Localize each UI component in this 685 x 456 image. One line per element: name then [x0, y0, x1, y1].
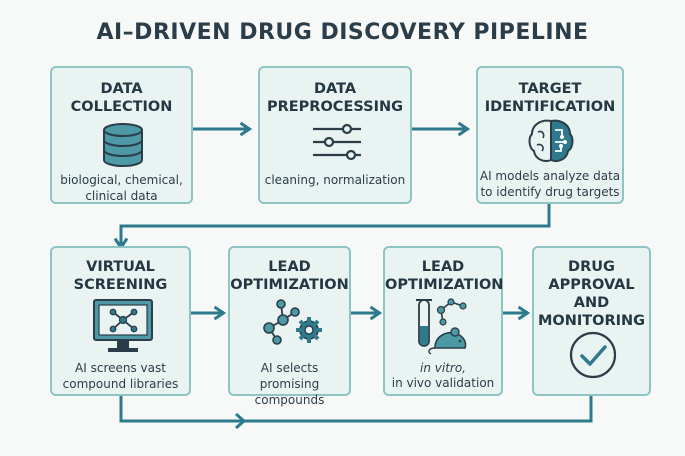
step-description: in vivo validation: [391, 376, 495, 390]
return-line-arrowhead: [235, 412, 247, 430]
monitor-network-icon: [93, 299, 153, 352]
sliders-icon: [313, 123, 361, 161]
page-title: AI–DRIVEN DRUG DISCOVERY PIPELINE: [96, 20, 589, 45]
step-title: VIRTUAL SCREENING: [73, 259, 168, 293]
step-data-preprocessing: DATA PREPROCESSING cleaning, normalizati…: [258, 66, 412, 204]
step-title: DATA PREPROCESSING: [266, 81, 404, 115]
molecule-gear-icon: [263, 299, 322, 345]
test-tube-mouse-icon: [416, 298, 467, 355]
step-drug-approval: DRUG APPROVAL AND MONITORING: [532, 246, 651, 396]
step-virtual-screening: VIRTUAL SCREENING AI screens vast compou…: [50, 246, 191, 396]
step-title: DATA COLLECTION: [70, 81, 173, 115]
database-icon: [103, 123, 143, 167]
step-title: TARGET IDENTIFICATION: [484, 81, 616, 115]
step-lead-optimization: LEAD OPTIMIZATION AI selects promising c…: [228, 246, 351, 407]
step-description: biological, chemical, clinical data: [60, 173, 183, 203]
step-lead-optimization-validation: LEAD OPTIMIZATION in vitro, in vivo vali…: [383, 246, 503, 396]
check-circle-icon: [569, 331, 617, 379]
step-target-identification: TARGET IDENTIFICATION AI models analyze …: [476, 66, 624, 204]
step-description: cleaning, normalization: [264, 173, 406, 187]
step-description: AI screens vast compound libraries: [62, 361, 179, 391]
arrow-target-to-screening: [113, 204, 551, 251]
step-description-italic: in vitro,: [420, 361, 466, 375]
brain-circuit-icon: [528, 119, 574, 162]
step-title: LEAD OPTIMIZATION: [385, 259, 504, 293]
step-data-collection: DATA COLLECTION biological, chemical, cl…: [50, 66, 193, 204]
step-title: DRUG APPROVAL AND MONITORING: [537, 259, 646, 329]
step-description: AI models analyze data to identify drug …: [479, 169, 621, 199]
return-line-bottom: [119, 396, 593, 423]
step-description: AI selects promising compounds: [254, 361, 325, 407]
step-title: LEAD OPTIMIZATION: [230, 259, 349, 293]
